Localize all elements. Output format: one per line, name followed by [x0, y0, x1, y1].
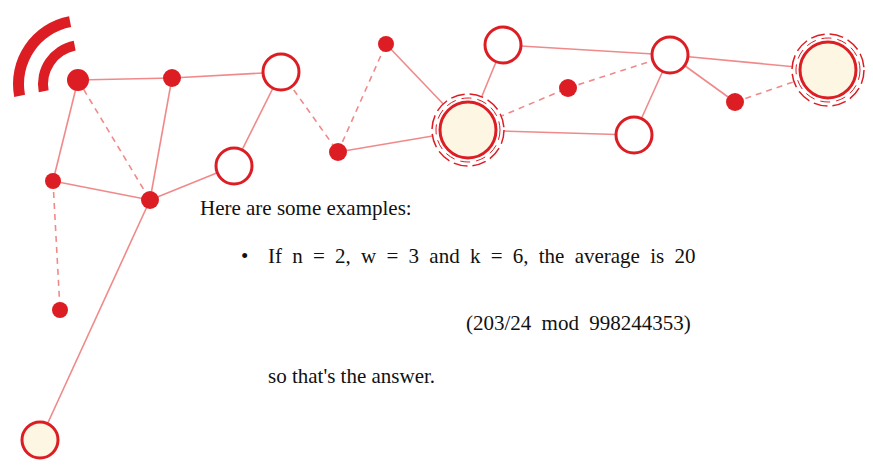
signal-ring — [436, 98, 500, 162]
network-link — [40, 200, 150, 440]
network-dot — [52, 302, 68, 318]
network-server — [432, 94, 504, 166]
server-circle — [440, 102, 496, 158]
formula-text: (203/24 mod 998244353) — [466, 311, 691, 336]
network-dot — [45, 173, 61, 189]
network-dot — [559, 79, 577, 97]
network-dot — [378, 36, 394, 52]
signal-ring — [796, 38, 860, 102]
network-server — [792, 34, 864, 106]
server-circle — [800, 42, 856, 98]
network-hub — [263, 54, 299, 90]
network-link — [53, 80, 78, 181]
network-link — [53, 181, 150, 200]
example-text: If n = 2, w = 3 and k = 6, the average i… — [268, 244, 695, 269]
network-link — [503, 45, 670, 55]
conclusion-text: so that's the answer. — [268, 364, 435, 389]
signal-ring — [792, 34, 864, 106]
network-hub — [216, 148, 252, 184]
network-dot — [67, 69, 89, 91]
network-hub — [652, 37, 688, 73]
wifi-icon — [13, 16, 76, 97]
network-link — [78, 80, 150, 200]
network-dot — [141, 191, 159, 209]
network-hub — [22, 422, 58, 458]
network-links — [40, 44, 828, 440]
intro-text: Here are some examples: — [200, 196, 412, 221]
network-dot — [163, 69, 181, 87]
network-link — [78, 78, 172, 80]
network-link — [53, 181, 60, 310]
network-dot — [726, 93, 744, 111]
network-link — [338, 44, 386, 152]
signal-ring — [432, 94, 504, 166]
network-hub — [485, 27, 521, 63]
network-link — [150, 78, 172, 200]
wifi-arc — [13, 16, 71, 97]
network-hub — [616, 117, 652, 153]
network-dot — [329, 143, 347, 161]
bullet: • — [241, 244, 248, 269]
